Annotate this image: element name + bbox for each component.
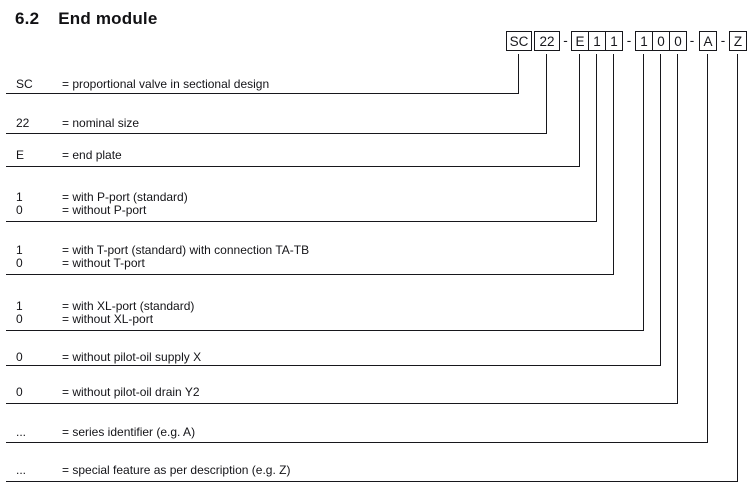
code-box-special: Z	[729, 31, 747, 51]
code-separator: -	[689, 33, 695, 48]
row-p-port: 1 = with P-port (standard) 0 = without P…	[16, 191, 188, 217]
row-code: 1	[16, 190, 23, 204]
row-t-port: 1 = with T-port (standard) with connecti…	[16, 244, 309, 270]
connector-line-end-plate	[6, 54, 580, 167]
row-xl-port: 1 = with XL-port (standard) 0 = without …	[16, 300, 194, 326]
row-description: = without pilot-oil drain Y2	[62, 385, 200, 399]
row-description: = with P-port (standard)	[62, 190, 188, 204]
connector-line-xl-port	[6, 54, 644, 331]
row-description: = without XL-port	[62, 312, 154, 326]
row-code: ...	[16, 425, 27, 439]
row-description: = end plate	[62, 148, 122, 162]
code-separator: -	[626, 33, 632, 48]
row-code: 0	[16, 203, 23, 217]
row-description: = series identifier (e.g. A)	[62, 425, 196, 439]
section-heading: 6.2 End module	[15, 9, 158, 29]
connector-line-pilot-supply	[6, 54, 661, 366]
row-description: = proportional valve in sectional design	[62, 77, 270, 91]
connector-line-sc	[6, 54, 519, 94]
section-number: 6.2	[15, 9, 40, 28]
row-description: = nominal size	[62, 116, 140, 130]
code-box-t-port: 1	[605, 31, 623, 51]
code-box-sc: SC	[506, 31, 532, 51]
code-box-p-port: 1	[588, 31, 606, 51]
code-box-pilot-supply: 0	[652, 31, 670, 51]
row-code: E	[16, 148, 25, 162]
connector-line-nominal-size	[6, 54, 547, 134]
code-box-pilot-drain: 0	[669, 31, 687, 51]
row-pilot-drain: 0 = without pilot-oil drain Y2	[16, 386, 200, 399]
row-code: 1	[16, 243, 23, 257]
code-separator: -	[563, 33, 568, 48]
code-box-xl-port: 1	[635, 31, 653, 51]
row-code: 0	[16, 312, 23, 326]
row-code: 1	[16, 299, 23, 313]
row-nominal-size: 22 = nominal size	[16, 117, 139, 130]
row-code: 0	[16, 350, 23, 364]
row-code: 0	[16, 385, 23, 399]
row-special: ... = special feature as per description…	[16, 464, 290, 477]
page-title: End module	[58, 9, 158, 28]
code-box-series: A	[699, 31, 717, 51]
connector-line-t-port	[6, 54, 614, 275]
row-pilot-supply: 0 = without pilot-oil supply X	[16, 351, 201, 364]
row-code: 22	[16, 116, 30, 130]
row-description: = with T-port (standard) with connection…	[62, 243, 310, 257]
code-separator: -	[720, 33, 726, 48]
row-description: = without pilot-oil supply X	[62, 350, 202, 364]
code-box-nominal-size: 22	[534, 31, 560, 51]
connector-line-special	[6, 54, 738, 482]
connector-line-series	[6, 54, 708, 443]
row-code: 0	[16, 256, 23, 270]
row-code: ...	[16, 463, 27, 477]
row-description: = without T-port	[62, 256, 145, 270]
row-code: SC	[16, 77, 33, 91]
row-sc: SC = proportional valve in sectional des…	[16, 78, 269, 91]
connector-line-p-port	[6, 54, 597, 222]
connector-line-pilot-drain	[6, 54, 678, 404]
row-end-plate: E = end plate	[16, 149, 122, 162]
row-description: = special feature as per description (e.…	[62, 463, 291, 477]
row-description: = with XL-port (standard)	[62, 299, 195, 313]
row-description: = without P-port	[62, 203, 147, 217]
row-series: ... = series identifier (e.g. A)	[16, 426, 195, 439]
code-box-end-plate: E	[571, 31, 589, 51]
